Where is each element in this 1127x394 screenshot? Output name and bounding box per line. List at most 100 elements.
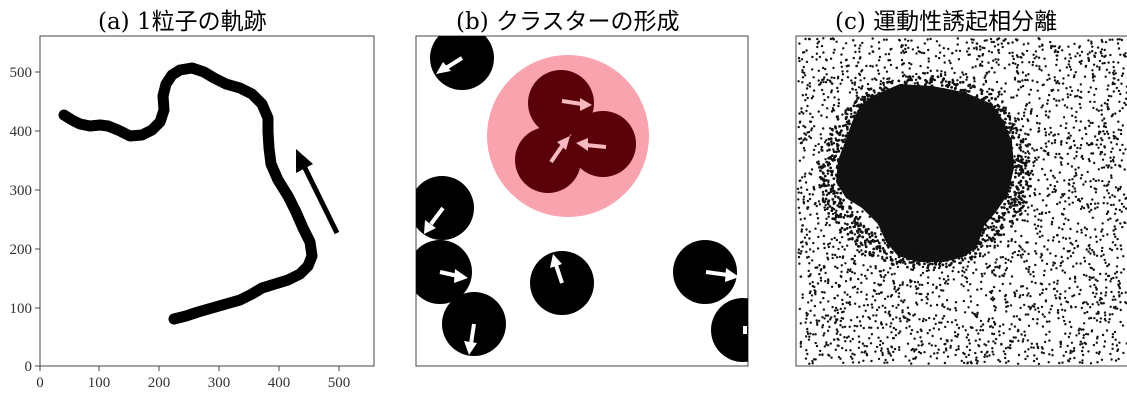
- gas-particle: [1025, 49, 1029, 53]
- gas-particle: [1040, 106, 1043, 109]
- gas-particle: [1106, 202, 1109, 205]
- edge-particle: [974, 252, 978, 255]
- gas-particle: [825, 73, 828, 76]
- gas-particle: [818, 83, 821, 86]
- gas-particle: [1020, 234, 1023, 238]
- edge-particle: [1002, 218, 1006, 222]
- gas-particle: [797, 80, 800, 83]
- edge-particle: [928, 251, 931, 255]
- gas-particle: [1079, 120, 1083, 123]
- x-tick-label: 200: [148, 375, 171, 391]
- gas-particle: [1073, 144, 1077, 147]
- edge-particle: [918, 247, 922, 251]
- gas-particle: [1056, 50, 1059, 54]
- gas-particle: [1075, 119, 1078, 123]
- gas-particle: [851, 337, 854, 341]
- gas-particle: [1013, 291, 1016, 294]
- gas-particle: [894, 334, 898, 337]
- edge-particle: [904, 86, 908, 90]
- gas-particle: [879, 82, 882, 86]
- edge-particle: [886, 243, 890, 247]
- edge-particle: [1019, 213, 1022, 216]
- edge-particle: [1012, 214, 1015, 218]
- gas-particle: [800, 141, 803, 145]
- gas-particle: [1012, 207, 1016, 211]
- gas-particle: [941, 317, 944, 320]
- edge-particle: [831, 169, 834, 173]
- gas-particle: [895, 316, 898, 319]
- gas-particle: [861, 342, 865, 345]
- gas-particle: [975, 48, 978, 51]
- edge-particle: [829, 166, 832, 170]
- gas-particle: [811, 55, 814, 59]
- gas-particle: [856, 316, 859, 319]
- gas-particle: [883, 242, 887, 245]
- gas-particle: [1023, 334, 1027, 337]
- gas-particle: [1037, 127, 1041, 130]
- gas-particle: [849, 295, 852, 299]
- gas-particle: [946, 282, 949, 285]
- gas-particle: [894, 290, 898, 293]
- edge-particle: [936, 251, 940, 255]
- gas-particle: [939, 337, 943, 340]
- gas-particle: [806, 104, 809, 108]
- gas-particle: [1034, 227, 1038, 230]
- gas-particle: [895, 66, 898, 70]
- gas-particle: [1074, 305, 1077, 309]
- edge-particle: [923, 258, 927, 262]
- gas-particle: [1056, 309, 1060, 312]
- gas-particle: [997, 91, 1000, 94]
- gas-particle: [811, 116, 814, 119]
- gas-particle: [943, 343, 946, 346]
- gas-particle: [1059, 342, 1063, 346]
- gas-particle: [886, 77, 889, 81]
- gas-particle: [836, 86, 839, 90]
- gas-particle: [834, 306, 838, 310]
- gas-particle: [1086, 53, 1090, 56]
- gas-particle: [1036, 89, 1040, 92]
- gas-particle: [1120, 38, 1124, 42]
- gas-particle: [1054, 156, 1057, 159]
- gas-particle: [897, 292, 901, 295]
- gas-particle: [883, 361, 886, 364]
- gas-particle: [904, 44, 907, 47]
- gas-particle: [884, 53, 887, 56]
- gas-particle: [1100, 230, 1103, 233]
- gas-particle: [1103, 317, 1107, 321]
- gas-particle: [1037, 156, 1040, 159]
- gas-particle: [1089, 285, 1092, 288]
- cluster-particle: [515, 127, 581, 193]
- gas-particle: [905, 326, 908, 330]
- gas-particle: [1028, 194, 1032, 198]
- gas-particle: [799, 241, 803, 244]
- gas-particle: [823, 317, 826, 320]
- gas-particle: [861, 41, 864, 45]
- gas-particle: [1113, 69, 1116, 73]
- gas-particle: [844, 109, 847, 112]
- gas-particle: [1055, 104, 1058, 107]
- edge-particle: [971, 85, 975, 88]
- gas-particle: [799, 340, 803, 344]
- gas-particle: [909, 285, 912, 288]
- gas-particle: [812, 153, 815, 156]
- edge-particle: [961, 243, 965, 247]
- gas-particle: [1094, 51, 1097, 55]
- edge-particle: [886, 87, 890, 91]
- edge-particle: [873, 232, 877, 235]
- gas-particle: [995, 61, 998, 64]
- gas-particle: [954, 319, 957, 322]
- gas-particle: [1112, 276, 1115, 280]
- gas-particle: [1074, 55, 1077, 58]
- gas-particle: [1048, 353, 1051, 356]
- gas-particle: [1031, 79, 1034, 82]
- edge-particle: [980, 101, 983, 104]
- gas-particle: [1071, 243, 1074, 246]
- gas-particle: [1041, 291, 1044, 295]
- edge-particle: [848, 237, 852, 241]
- edge-particle: [857, 227, 861, 231]
- edge-particle: [1003, 202, 1006, 206]
- gas-particle: [1088, 317, 1091, 320]
- gas-particle: [1075, 174, 1078, 177]
- gas-particle: [1051, 348, 1054, 352]
- gas-particle: [1083, 256, 1086, 259]
